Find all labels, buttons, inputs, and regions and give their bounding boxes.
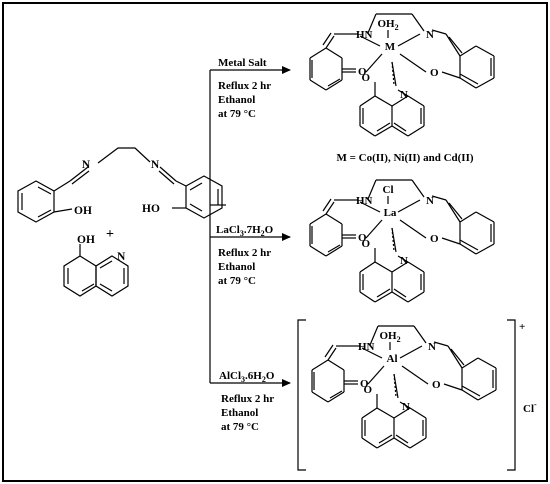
product-3-phenoxide-o-left: O bbox=[363, 384, 372, 396]
route1-cond-1: Reflux 2 hr bbox=[218, 80, 271, 92]
product-3-keto-o: O bbox=[360, 378, 369, 390]
product-3-ligand: OH2 bbox=[379, 330, 400, 344]
route3-cond-2: Ethanol bbox=[221, 407, 258, 419]
product-2-phenoxide-o-right: O bbox=[430, 233, 439, 245]
product-1-phenoxide-o-right: O bbox=[430, 67, 439, 79]
route1-reagent: Metal Salt bbox=[218, 57, 267, 69]
product-2-imine-n: N bbox=[426, 195, 434, 207]
hydroxyquinoline-oh: OH bbox=[77, 234, 95, 246]
al-complex-bracket bbox=[297, 319, 516, 471]
schiff-base-left-ring bbox=[17, 166, 90, 223]
product-1-phenoxide-o-left: O bbox=[361, 72, 370, 84]
metal-note: M = Co(II), Ni(II) and Cd(II) bbox=[336, 152, 473, 164]
reaction-arrows bbox=[209, 66, 291, 387]
schiff-base-oh-right: HO bbox=[142, 203, 160, 215]
product-3-metal: Al bbox=[387, 353, 398, 365]
product-1-metal: M bbox=[385, 41, 396, 53]
schiff-base-n-right: N bbox=[151, 159, 160, 171]
al-complex-charge: + bbox=[519, 321, 525, 333]
product-1-imine-n: N bbox=[426, 29, 434, 41]
ethylene-bridge bbox=[97, 147, 151, 164]
product-3-phenoxide-o-right: O bbox=[432, 379, 441, 391]
schiff-base-n-left: N bbox=[82, 159, 91, 171]
product-3-quinoline-n: N bbox=[402, 401, 410, 413]
product-1-keto-o: O bbox=[358, 66, 367, 78]
route3-cond-1: Reflux 2 hr bbox=[221, 393, 274, 405]
product-1-ligand: OH2 bbox=[377, 18, 398, 32]
schiff-base-oh-left: OH bbox=[74, 205, 92, 217]
route2-cond-2: Ethanol bbox=[218, 261, 255, 273]
route2-cond-1: Reflux 2 hr bbox=[218, 247, 271, 259]
counterion: Cl- bbox=[523, 400, 537, 415]
reactants bbox=[17, 147, 223, 297]
route2-cond-3: at 79 °C bbox=[218, 275, 256, 287]
hydroxyquinoline-n: N bbox=[117, 251, 126, 263]
product-3-imine-n: N bbox=[428, 341, 436, 353]
product-3-hn: HN bbox=[358, 341, 375, 353]
schiff-base-right-ring bbox=[158, 166, 223, 219]
product-2-metal: La bbox=[384, 207, 397, 219]
route3-reagent: AlCl3.6H2O bbox=[219, 370, 275, 384]
product-2-ligand: Cl bbox=[383, 184, 394, 196]
product-1-quinoline-n: N bbox=[400, 89, 408, 101]
product-2-quinoline-n: N bbox=[400, 255, 408, 267]
route2-reagent: LaCl3.7H2O bbox=[216, 224, 274, 238]
product-1-hn: HN bbox=[356, 29, 373, 41]
product-2-phenoxide-o-left: O bbox=[361, 238, 370, 250]
route1-cond-3: at 79 °C bbox=[218, 108, 256, 120]
product-2-keto-o: O bbox=[358, 232, 367, 244]
hydroxyquinoline-structure bbox=[63, 244, 129, 297]
product-2-hn: HN bbox=[356, 195, 373, 207]
plus-sign: + bbox=[106, 227, 114, 242]
route3-cond-3: at 79 °C bbox=[221, 421, 259, 433]
route1-cond-2: Ethanol bbox=[218, 94, 255, 106]
